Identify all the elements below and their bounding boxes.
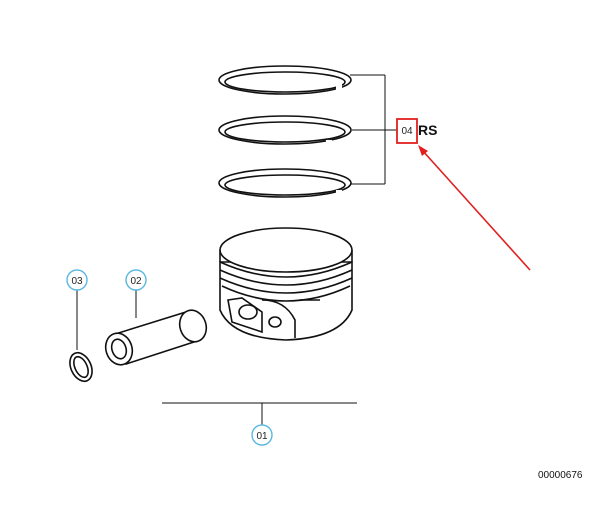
piston-pin[interactable] xyxy=(102,307,211,368)
callout-03-label: 03 xyxy=(71,276,83,287)
highlight-arrow xyxy=(418,145,531,271)
piston[interactable] xyxy=(219,227,353,341)
document-number: 00000676 xyxy=(538,470,583,481)
callout-01[interactable]: 01 xyxy=(251,424,273,446)
piston-ring-bottom xyxy=(218,168,352,198)
ring-bracket xyxy=(350,74,398,185)
leader-lines xyxy=(76,290,357,426)
callout-04-highlight xyxy=(396,118,418,144)
piston-ring-set[interactable] xyxy=(218,65,352,198)
callout-04-label: 04 xyxy=(401,126,413,137)
callout-04[interactable]: 04 RS xyxy=(396,118,437,144)
callout-02[interactable]: 02 xyxy=(125,269,147,291)
callout-03[interactable]: 03 xyxy=(66,269,88,291)
callout-02-label: 02 xyxy=(130,276,142,287)
piston-ring-top xyxy=(218,65,352,95)
snap-ring[interactable] xyxy=(66,349,97,385)
piston-ring-middle xyxy=(218,115,352,145)
ring-suffix-label: RS xyxy=(418,122,437,138)
callout-01-label: 01 xyxy=(256,431,268,442)
